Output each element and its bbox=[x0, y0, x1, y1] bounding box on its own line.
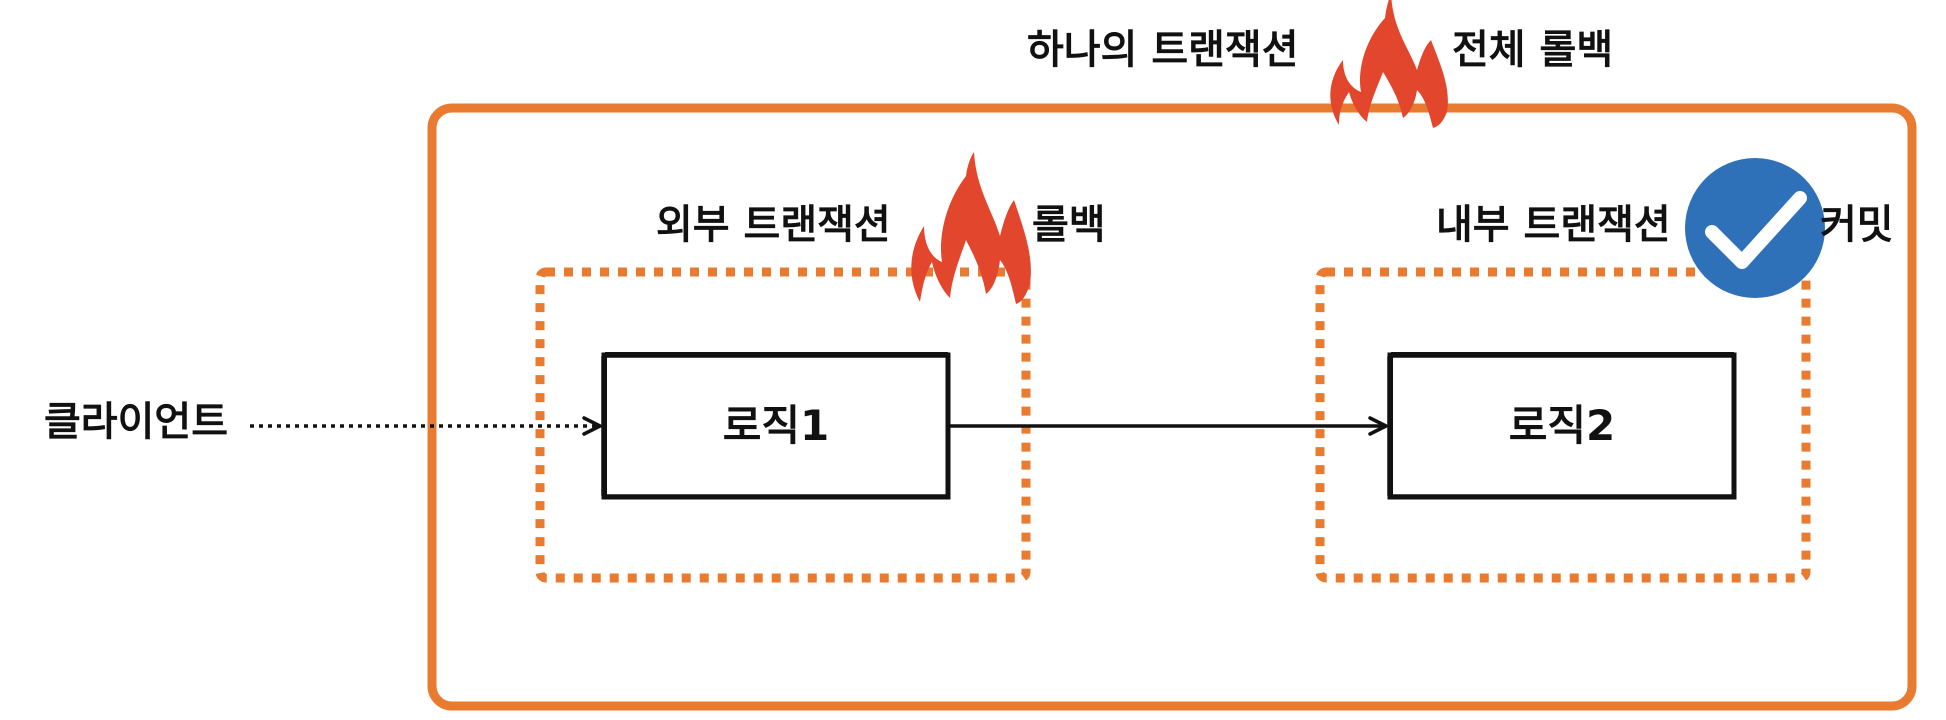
check-icon bbox=[1685, 158, 1825, 298]
outer-transaction-label: 외부 트랜잭션 bbox=[656, 202, 891, 248]
inner-transaction-frame bbox=[1315, 267, 1811, 583]
physical-transaction-frame bbox=[427, 103, 1917, 711]
logic1-box bbox=[601, 352, 951, 500]
logic2-box bbox=[1387, 352, 1737, 500]
whole-rollback-label: 전체 롤백 bbox=[1452, 27, 1614, 73]
fire-icon bbox=[1330, 0, 1448, 128]
fire-icon bbox=[911, 152, 1031, 304]
logic1-label: 로직1 bbox=[722, 401, 830, 450]
inner-transaction-label: 내부 트랜잭션 bbox=[1436, 202, 1671, 248]
client-label: 클라이언트 bbox=[44, 399, 228, 445]
inner-status-label: 커밋 bbox=[1820, 202, 1894, 248]
outer-status-label: 롤백 bbox=[1032, 202, 1106, 248]
logic2-label: 로직2 bbox=[1508, 401, 1616, 450]
transaction-title: 하나의 트랜잭션 bbox=[1027, 27, 1299, 73]
